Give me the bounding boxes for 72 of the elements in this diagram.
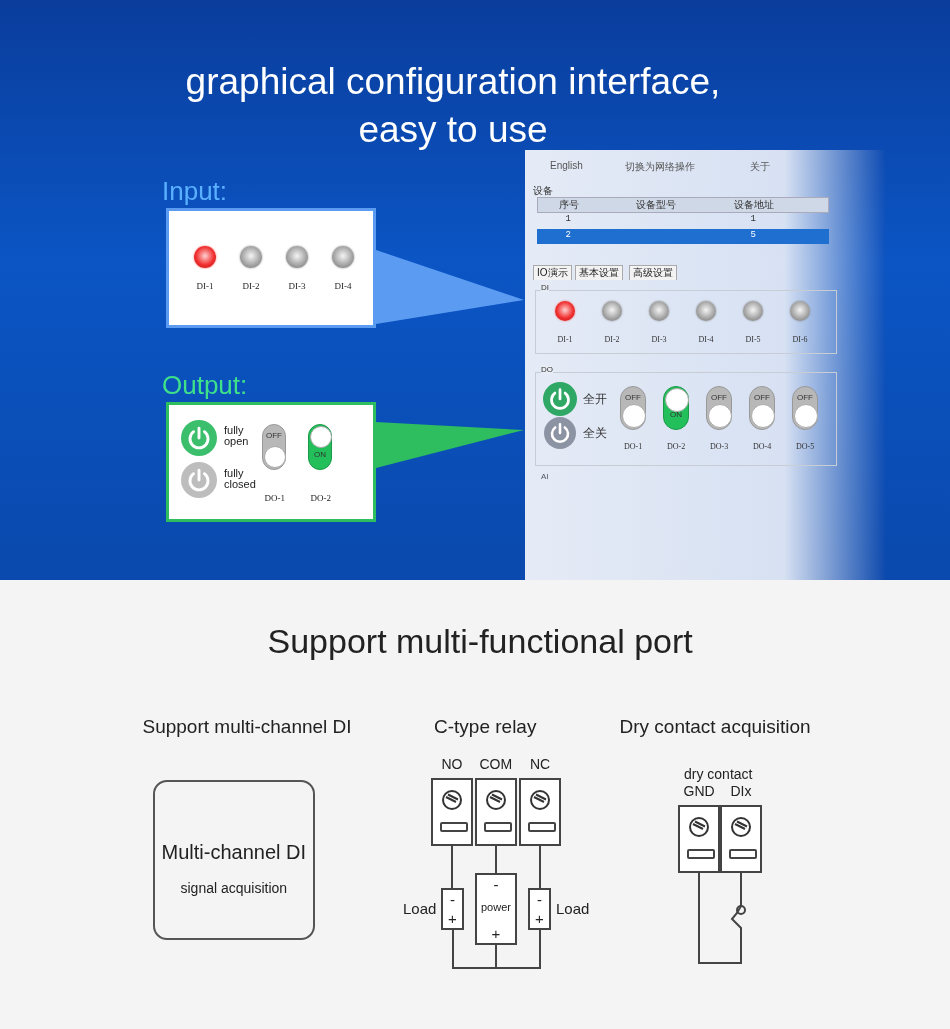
indicator-label: DI-2	[242, 281, 260, 291]
polarity-sign: +	[491, 925, 501, 942]
button-label: 全关	[583, 425, 607, 442]
component-label: Load	[403, 900, 437, 917]
column-heading: Dry contact acquisition	[619, 716, 811, 738]
section-heading: Support multi-functional port	[267, 622, 693, 661]
table-cell: 5	[750, 230, 756, 240]
button-label: fully open	[224, 425, 250, 447]
tab: 高级设置	[629, 265, 677, 280]
callout-pointer	[376, 422, 524, 468]
wire	[495, 845, 497, 874]
polarity-sign: -	[493, 876, 499, 893]
box-text: signal acquisition	[180, 880, 288, 896]
indicator-label: DI-4	[698, 335, 714, 344]
toggle-label: DO-2	[667, 442, 686, 451]
toggle-label: DO-5	[796, 442, 815, 451]
toggle-switch: OFF	[262, 424, 286, 470]
toggle-label: DO-1	[624, 442, 643, 451]
wire	[539, 845, 541, 889]
column-header: 设备型号	[636, 198, 676, 212]
menu-item: 切换为网络操作	[625, 160, 695, 174]
panel-heading: Input:	[162, 176, 228, 207]
component-label: power	[481, 901, 511, 913]
column-heading: Support multi-channel DI	[142, 716, 352, 738]
box-heading: Multi-channel DI	[161, 841, 306, 864]
wire	[451, 845, 453, 889]
toggle-switch: ON	[308, 424, 332, 470]
group-label: DI	[541, 283, 549, 292]
indicator-label: DI-5	[745, 335, 761, 344]
indicator-label: DI-1	[557, 335, 573, 344]
table-cell: 2	[565, 230, 571, 240]
button-label: 全开	[583, 391, 607, 408]
title: graphical configuration interface, easy to use	[184, 60, 722, 152]
terminal-caption: dry contact	[684, 766, 753, 782]
wire	[452, 929, 497, 969]
panel-heading: Output:	[162, 370, 248, 401]
menu-item: 关于	[750, 160, 770, 174]
wire	[698, 872, 742, 964]
indicator-label: DI-2	[604, 335, 620, 344]
tab: IO演示	[533, 265, 572, 280]
terminal-label: NO	[441, 756, 463, 772]
toggle-label: DO-3	[710, 442, 729, 451]
terminal-label: DIx	[730, 783, 752, 799]
menu-item: English	[550, 160, 583, 171]
table-cell: 1	[565, 214, 571, 224]
section-label: 设备	[533, 184, 553, 198]
indicator-label: DI-3	[288, 281, 306, 291]
wire	[495, 929, 541, 969]
toggle-label: DO-2	[310, 493, 331, 503]
column-heading: C-type relay	[434, 716, 537, 738]
indicator-label: DI-6	[792, 335, 808, 344]
terminal-label: COM	[479, 756, 513, 772]
toggle-label: DO-4	[753, 442, 772, 451]
polarity-sign: -	[537, 891, 542, 908]
group-label: DO	[541, 365, 553, 374]
button-label: fully closed	[224, 468, 257, 490]
group-label: AI	[541, 472, 549, 481]
component-label: Load	[556, 900, 590, 917]
polarity-sign: +	[448, 910, 457, 927]
polarity-sign: -	[450, 891, 455, 908]
column-header: 设备地址	[734, 198, 774, 212]
indicator-label: DI-1	[196, 281, 214, 291]
table-cell: 1	[750, 214, 756, 224]
indicator-label: DI-4	[334, 281, 352, 291]
toggle-label: DO-1	[264, 493, 285, 503]
polarity-sign: +	[535, 910, 544, 927]
terminal-label: NC	[530, 756, 551, 772]
callout-pointer	[376, 250, 524, 324]
terminal-label: GND	[683, 783, 715, 799]
tab: 基本设置	[575, 265, 623, 280]
column-header: 序号	[559, 198, 579, 212]
indicator-label: DI-3	[651, 335, 667, 344]
